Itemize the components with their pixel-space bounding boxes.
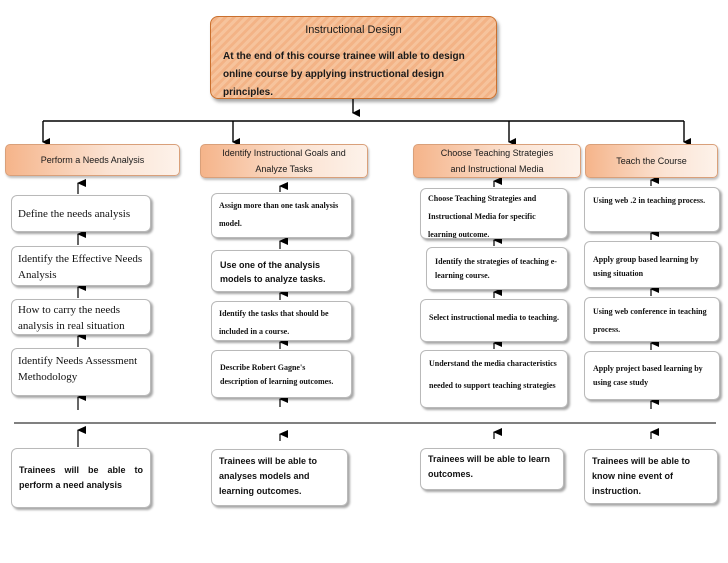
- step-box: Apply group based learning by using situ…: [584, 241, 720, 288]
- step-box: Describe Robert Gagne's description of l…: [211, 350, 352, 398]
- top-title: Instructional Design: [305, 24, 402, 36]
- step-box: Use one of the analysis models to analyz…: [211, 250, 352, 292]
- step-box: Using web .2 in teaching process.: [584, 187, 720, 232]
- top-description: At the end of this course trainee will a…: [223, 51, 465, 98]
- outcome-box: Trainees will be able to learn outcomes.: [420, 448, 564, 490]
- step-box: Select instructional media to teaching.: [420, 299, 568, 342]
- header-goals-tasks: Identify Instructional Goals and Analyze…: [200, 144, 368, 178]
- outcome-box: Trainees will be able to perform a need …: [11, 448, 151, 508]
- step-box: Identify Needs Assessment Methodology: [11, 348, 151, 396]
- header-strategies-media: Choose Teaching Strategies and Instructi…: [413, 144, 581, 178]
- step-box: Identify the strategies of teaching e-le…: [426, 247, 568, 290]
- step-box: Using web conference in teaching process…: [584, 297, 720, 342]
- step-box: Choose Teaching Strategies and Instructi…: [420, 188, 568, 239]
- instructional-design-box: Instructional Design At the end of this …: [210, 16, 497, 99]
- step-box: Assign more than one task analysis model…: [211, 193, 352, 238]
- step-box: Identify the Effective Needs Analysis: [11, 246, 151, 286]
- outcome-box: Trainees will be able to analyses models…: [211, 449, 348, 506]
- step-box: Identify the tasks that should be includ…: [211, 301, 352, 341]
- outcome-box: Trainees will be able to know nine event…: [584, 449, 718, 504]
- header-teach-course: Teach the Course: [585, 144, 718, 178]
- step-box: Apply project based learning by using ca…: [584, 351, 720, 400]
- step-box: Understand the media characteristics nee…: [420, 350, 568, 408]
- step-box: How to carry the needs analysis in real …: [11, 299, 151, 335]
- step-box: Define the needs analysis: [11, 195, 151, 232]
- header-needs-analysis: Perform a Needs Analysis: [5, 144, 180, 176]
